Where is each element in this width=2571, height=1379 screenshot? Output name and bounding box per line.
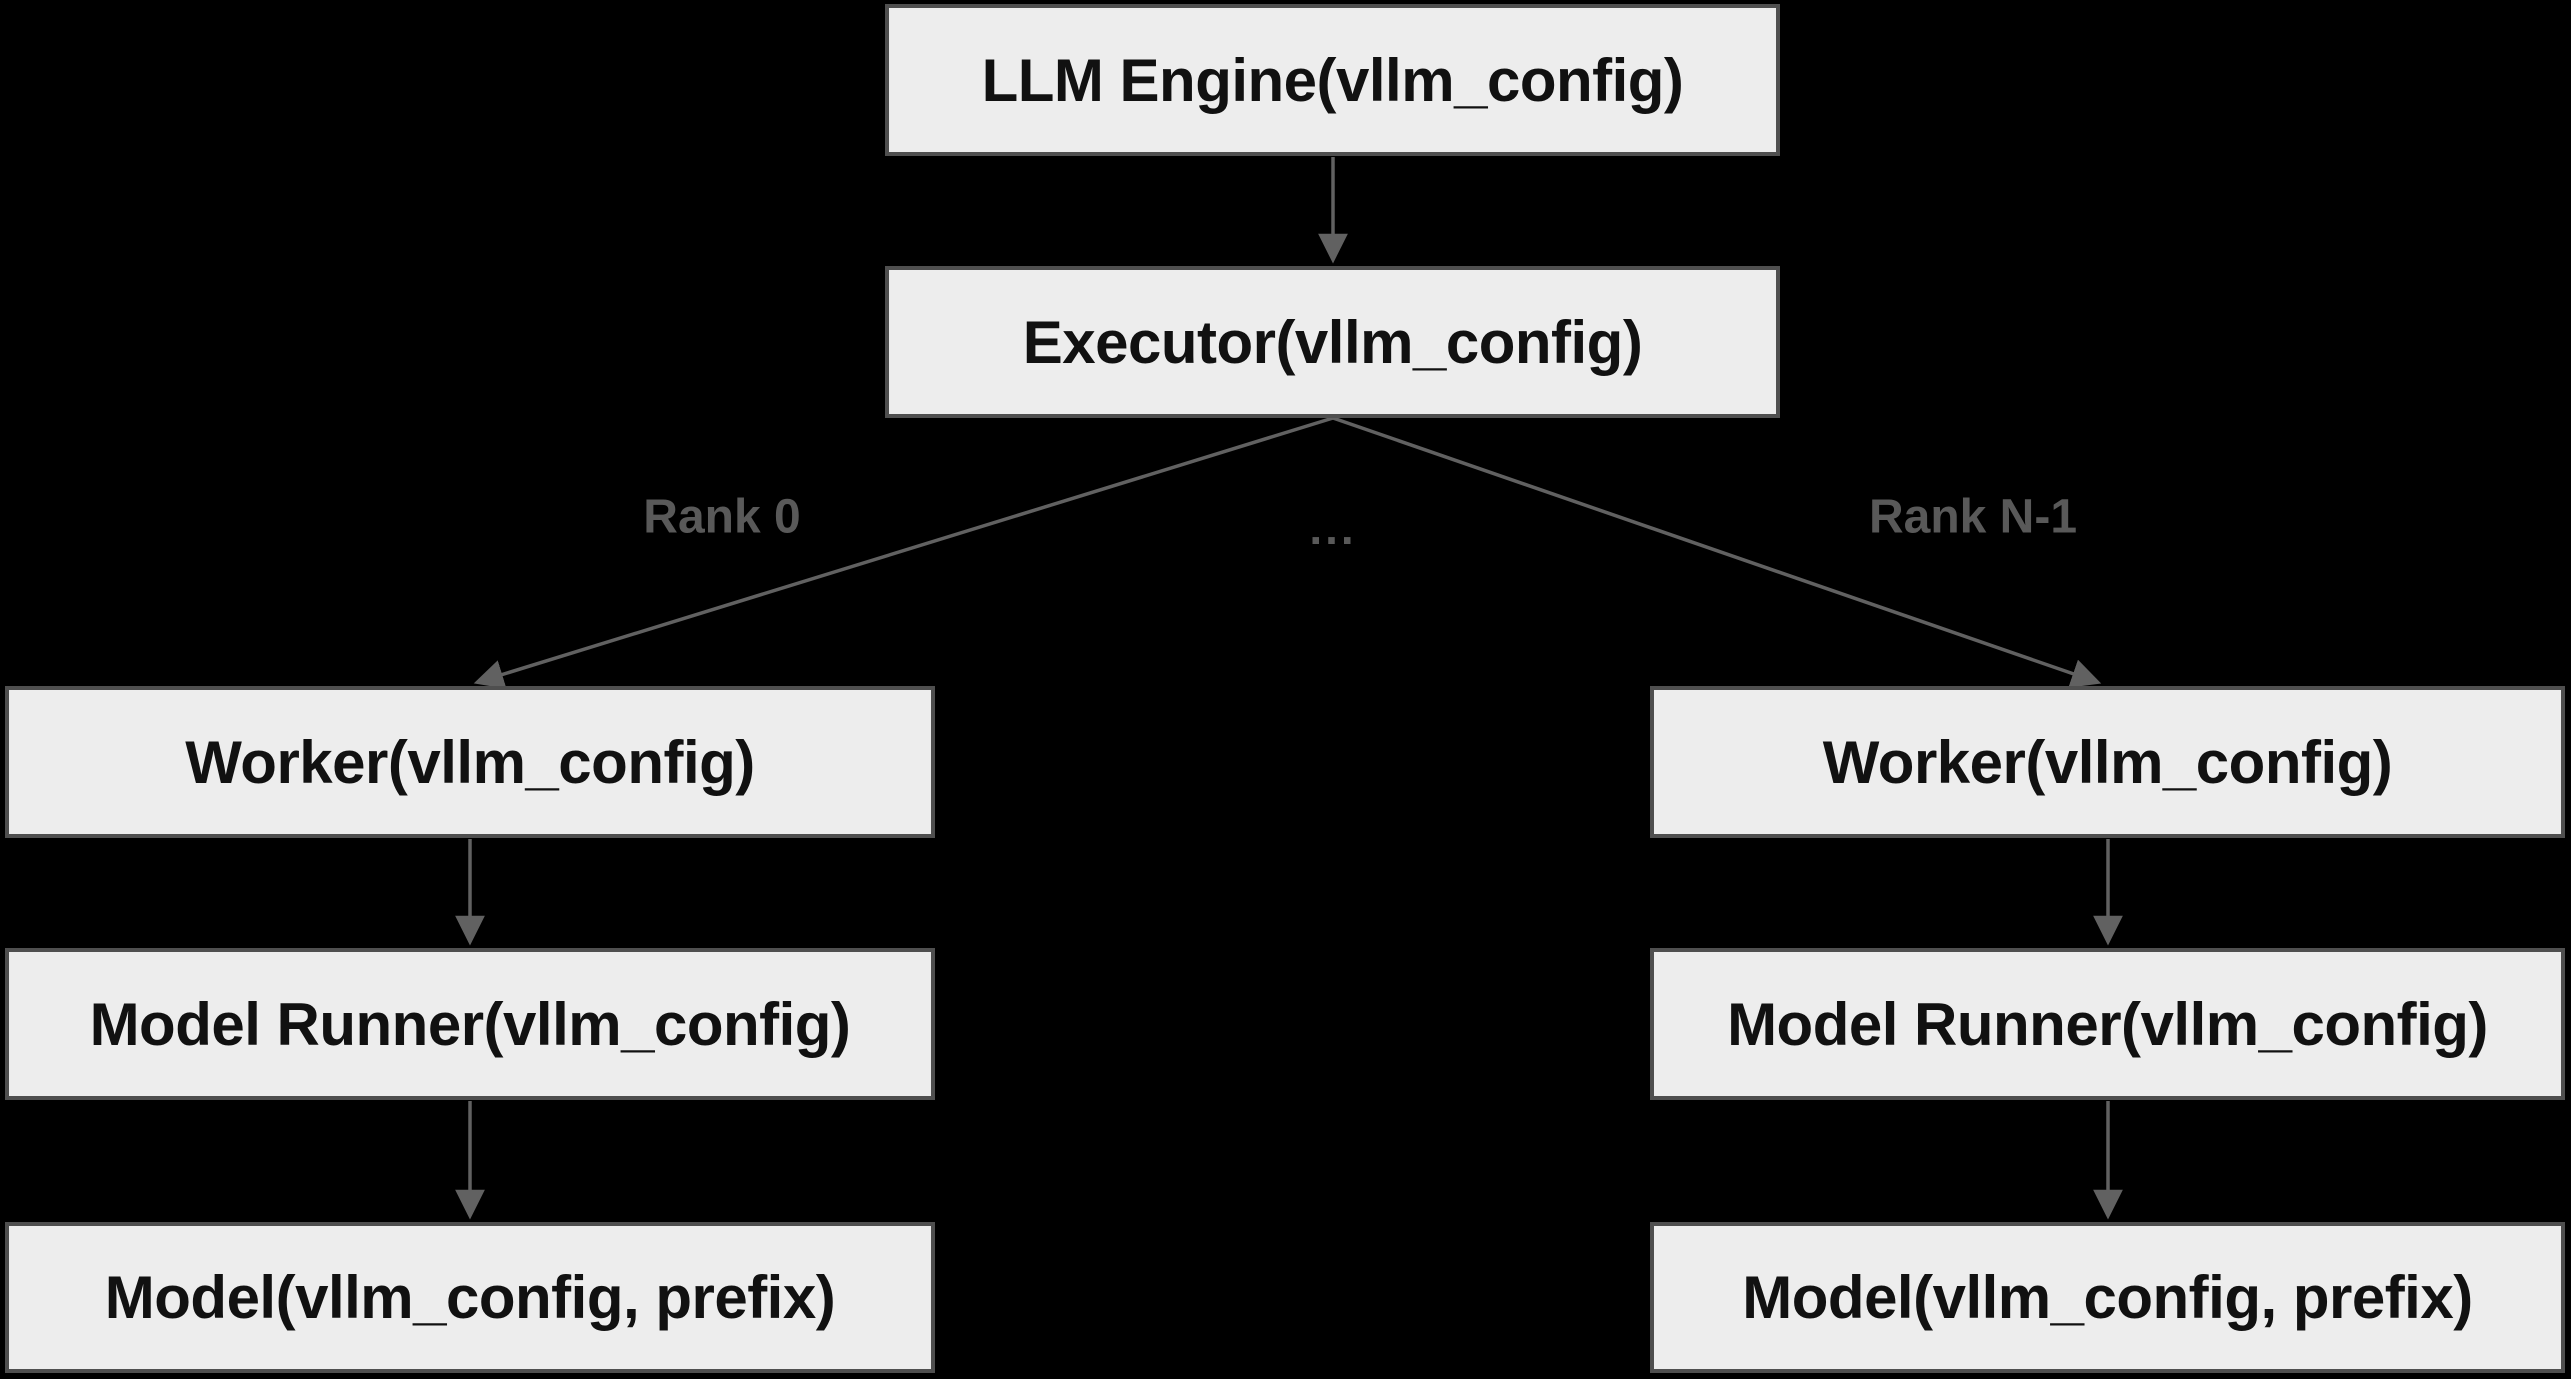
node-worker-rank-n-1-label: Worker(vllm_config) — [1822, 728, 2393, 796]
edge-label-rank-n-1: Rank N-1 — [1868, 490, 2078, 544]
node-model-runner-rank0: Model Runner(vllm_config) — [5, 948, 935, 1100]
node-llm-engine-label: LLM Engine(vllm_config) — [981, 46, 1684, 114]
node-executor-label: Executor(vllm_config) — [1022, 308, 1643, 376]
node-model-rank0-label: Model(vllm_config, prefix) — [104, 1264, 836, 1331]
edge-label-rank-0: Rank 0 — [643, 490, 801, 544]
node-model-rank-n-1: Model(vllm_config, prefix) — [1650, 1222, 2565, 1373]
node-worker-rank-n-1: Worker(vllm_config) — [1650, 686, 2565, 838]
edge-executor-to-worker-right — [1332, 416, 2102, 688]
node-model-runner-rank-n-1-label: Model Runner(vllm_config) — [1727, 990, 2488, 1058]
node-model-runner-rank-n-1: Model Runner(vllm_config) — [1650, 948, 2565, 1100]
node-executor: Executor(vllm_config) — [885, 266, 1780, 418]
node-worker-rank0-label: Worker(vllm_config) — [185, 728, 755, 796]
node-worker-rank0: Worker(vllm_config) — [5, 686, 935, 838]
node-model-rank-n-1-label: Model(vllm_config, prefix) — [1742, 1264, 2473, 1331]
node-model-runner-rank0-label: Model Runner(vllm_config) — [89, 990, 851, 1058]
edge-label-ellipsis: ... — [1309, 502, 1357, 554]
edge-executor-to-worker-left — [473, 416, 1334, 689]
node-model-rank0: Model(vllm_config, prefix) — [5, 1222, 935, 1373]
node-llm-engine: LLM Engine(vllm_config) — [885, 4, 1780, 156]
